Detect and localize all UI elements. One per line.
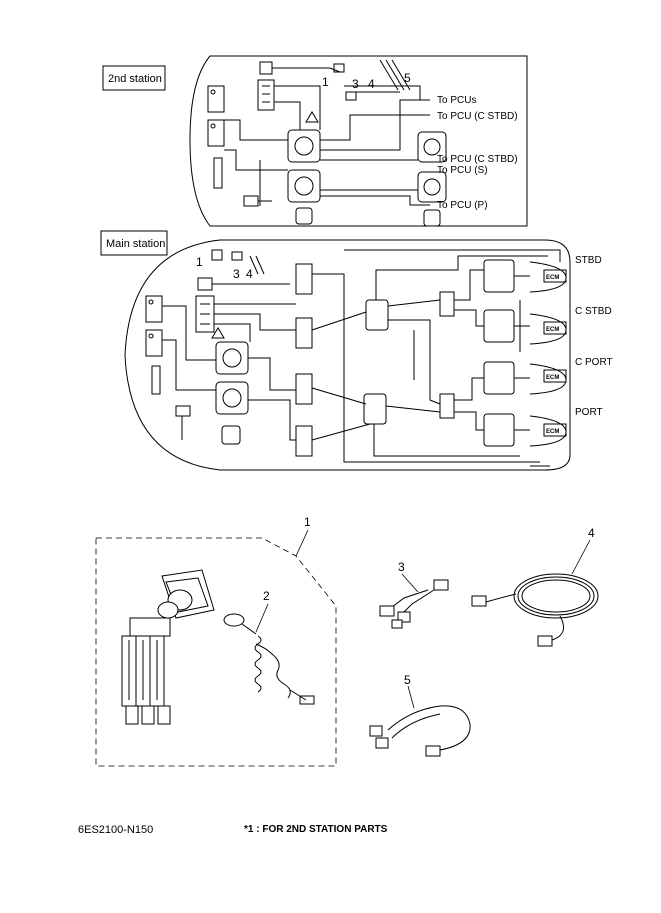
- callout-3-upper: 3: [352, 77, 359, 91]
- y-cable: [369, 705, 471, 757]
- ecm-label-port: ECM: [546, 429, 559, 435]
- callout-3-main: 3: [233, 267, 240, 281]
- callout-1-upper: 1: [322, 75, 329, 89]
- to-pcu-c-stbd-label-2: To PCU (C STBD): [437, 154, 518, 165]
- c-port-label: C PORT: [575, 357, 613, 368]
- ecm-label-stbd: ECM: [546, 275, 559, 281]
- to-pcu-s-label: To PCU (S): [437, 165, 488, 176]
- leader-5: [407, 685, 415, 709]
- lanyard-cord: [223, 613, 315, 705]
- main-station-components: [145, 249, 567, 467]
- to-pcus-label: To PCUs: [437, 95, 476, 106]
- second-station-note: *1 : FOR 2ND STATION PARTS: [244, 824, 388, 835]
- callout-1-main: 1: [196, 255, 203, 269]
- callout-2-parts: 2: [263, 589, 270, 603]
- callout-4-main: 4: [246, 267, 253, 281]
- leader-2: [255, 603, 269, 633]
- second-station-components: [207, 59, 447, 227]
- main-station-panel: [100, 230, 571, 471]
- ecm-label-c-port: ECM: [546, 375, 559, 381]
- main-station-label: Main station: [106, 238, 165, 250]
- to-pcu-p-label: To PCU (P): [437, 200, 488, 211]
- callout-1-parts: 1: [304, 515, 311, 529]
- ecm-label-c-stbd: ECM: [546, 327, 559, 333]
- diagram-code: 6ES2100-N150: [78, 824, 154, 836]
- c-stbd-label: C STBD: [575, 306, 612, 317]
- to-pcu-c-stbd-label-1: To PCU (C STBD): [437, 111, 518, 122]
- part-1-group-outline: [95, 537, 337, 767]
- leader-3: [401, 573, 419, 593]
- extension-cable: [471, 573, 599, 647]
- splitter-harness: [379, 579, 449, 629]
- second-station-label: 2nd station: [108, 73, 162, 85]
- port-label: PORT: [575, 407, 603, 418]
- callout-3-parts: 3: [398, 560, 405, 574]
- stbd-label: STBD: [575, 255, 602, 266]
- callout-4-parts: 4: [588, 526, 595, 540]
- callout-5-parts: 5: [404, 673, 411, 687]
- leader-4: [571, 539, 591, 575]
- leader-1: [295, 529, 309, 557]
- callout-4-upper: 4: [368, 77, 375, 91]
- callout-5-upper: 5: [404, 71, 411, 85]
- second-station-panel: [102, 55, 528, 227]
- key-switch-assembly: [121, 569, 215, 725]
